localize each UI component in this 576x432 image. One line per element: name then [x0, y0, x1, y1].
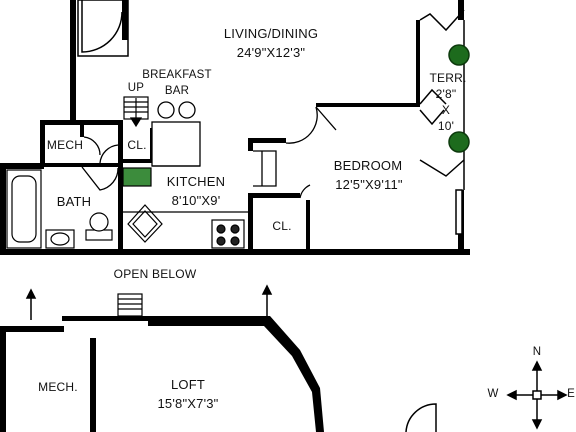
direction-arrows [25, 284, 273, 320]
breakfast-bar-label-line2: BAR [164, 85, 190, 97]
open-below-label: OPEN BELOW [113, 267, 197, 281]
stairs-up [123, 96, 149, 128]
loft-mech-label: MECH. [38, 380, 78, 394]
terrace [419, 9, 470, 235]
interior-walls [6, 20, 420, 253]
mech-label: MECH [46, 138, 84, 152]
kitchen-label: KITCHEN [166, 174, 226, 189]
door-swings [81, 106, 337, 199]
bath-label: BATH [56, 194, 92, 209]
closet-label-upper: CL. [127, 138, 147, 152]
terrace-label-line2: 2'8" [435, 87, 457, 101]
living-dining-dims: 24'9"X12'3" [236, 45, 306, 60]
bedroom-label: BEDROOM [333, 158, 403, 173]
closet-label-bedroom: CL. [272, 219, 292, 233]
loft-walls [0, 316, 324, 432]
bath-fixtures [6, 169, 113, 249]
compass-rose [506, 360, 568, 430]
loft-stairs [117, 293, 143, 317]
compass-west: W [487, 388, 499, 400]
up-label: UP [127, 82, 145, 94]
living-dining-label: LIVING/DINING [223, 26, 319, 41]
loft-dims: 15'8"X7'3" [157, 396, 219, 411]
kitchen-fixtures [122, 167, 248, 249]
entry-door [77, 0, 129, 57]
loft-door [405, 403, 437, 432]
breakfast-bar-label-line1: BREAKFAST [142, 69, 212, 81]
terrace-label-line1: TERR. [429, 71, 467, 85]
loft-label: LOFT [170, 377, 206, 392]
kitchen-dims: 8'10"X9' [171, 193, 221, 208]
terrace-label-line4: 10' [437, 119, 455, 133]
terrace-label-line3: X [441, 103, 451, 117]
bedroom-dims: 12'5"X9'11" [335, 177, 403, 192]
compass-east: E [567, 388, 575, 400]
compass-north: N [532, 346, 542, 358]
breakfast-bar [151, 101, 201, 167]
